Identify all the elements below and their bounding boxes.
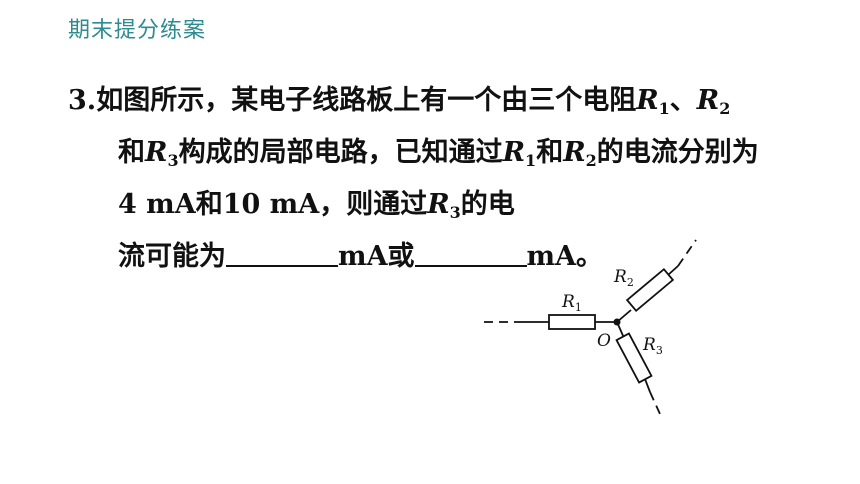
answer-blank-2[interactable] xyxy=(414,239,527,267)
r3-dashed-wire xyxy=(649,391,661,415)
question-line-1: 3.如图所示，某电子线路板上有一个由三个电阻R1、R2 xyxy=(68,78,730,118)
r1-label: R1 xyxy=(561,292,582,314)
r3-label: R3 xyxy=(642,335,663,357)
r2-dashed-wire xyxy=(677,239,697,267)
question-text: 、 xyxy=(669,85,697,116)
var-r2: R2 xyxy=(563,137,597,170)
question-number-sep: . xyxy=(86,85,97,116)
r3-wire xyxy=(644,378,651,393)
node-label: O xyxy=(597,331,611,351)
answer-blank-1[interactable] xyxy=(226,239,338,267)
resistor-r2 xyxy=(625,267,675,313)
question-text: 构成的局部电路，已知通过 xyxy=(178,137,503,168)
question-text: 的电流分别为 xyxy=(596,137,759,168)
resistor-r1 xyxy=(548,314,596,330)
var-r1: R1 xyxy=(636,85,670,118)
question-text: 的电 xyxy=(460,189,515,220)
question-text: 流可能为 xyxy=(118,241,226,272)
question-text: 和 xyxy=(536,137,564,168)
r2-wire xyxy=(667,265,679,276)
header-title: 期末提分练案 xyxy=(68,18,207,43)
junction-node xyxy=(613,318,621,326)
question-line-4: 流可能为 mA或 mA。 xyxy=(118,234,603,273)
var-r3: R3 xyxy=(427,189,461,222)
question-line-2: 和R3构成的局部电路，已知通过R1和R2的电流分别为 xyxy=(118,130,759,170)
question-text: 4 mA和10 mA，则通过 xyxy=(118,189,428,220)
var-r3: R3 xyxy=(145,137,179,170)
question-text: mA。 xyxy=(526,241,604,272)
var-r1: R1 xyxy=(502,137,537,170)
question-text: 和 xyxy=(118,137,145,168)
var-r2: R2 xyxy=(696,85,731,118)
question-text: mA或 xyxy=(338,241,415,272)
question-text: 如图所示，某电子线路板上有一个由三个电阻 xyxy=(96,85,637,116)
question-number: 3 xyxy=(68,85,87,116)
question-line-3: 4 mA和10 mA，则通过R3的电 xyxy=(118,182,515,222)
r2-label: R2 xyxy=(613,267,634,289)
